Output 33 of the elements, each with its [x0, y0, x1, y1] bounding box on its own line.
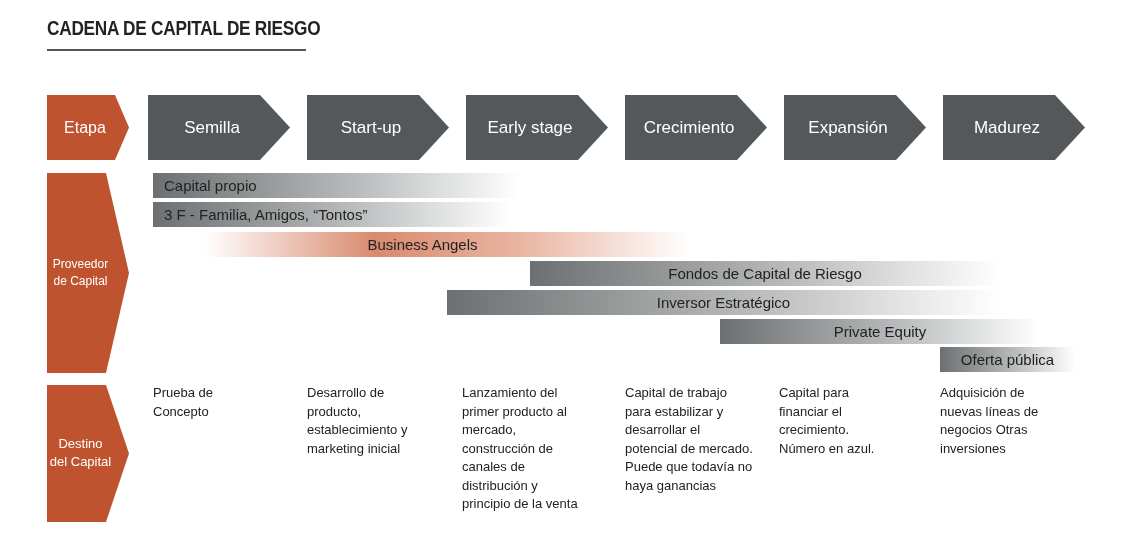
row-header-label: Proveedor de Capital — [51, 255, 110, 290]
row-header-tab — [47, 95, 129, 160]
bar-label: Inversor Estratégico — [656, 294, 791, 311]
row-header-label: Destino del Capital — [49, 434, 112, 472]
description-text: Capital para financiar el crecimiento. Número en azul. — [779, 384, 876, 458]
stage-label: Expansión — [807, 117, 889, 138]
bar-label: Private Equity — [833, 323, 927, 340]
description-text: Capital de trabajo para estabilizar y desarrollar el potencial de mercado. Puede que todavía no haya ganancias — [625, 384, 754, 495]
description-text: Prueba de Concepto — [153, 384, 214, 421]
title: CADENA DE CAPITAL DE RIESGO — [47, 16, 321, 40]
stage-label: Early stage — [486, 117, 574, 138]
stage-label: Semilla — [183, 117, 241, 138]
description-text: Lanzamiento del primer producto al mercado, construcción de canales de distribución y principio de la venta — [462, 384, 579, 513]
stage-banner — [307, 95, 449, 160]
stage-label: Start-up — [339, 117, 403, 138]
row-header-tab — [47, 385, 129, 522]
bar-label: Business Angels — [367, 236, 478, 253]
stage-banner — [943, 95, 1085, 160]
description-text: Adquisición de nuevas líneas de negocios Otras inversiones — [940, 384, 1040, 458]
range-bar — [940, 347, 1075, 372]
bar-label: 3 F - Familia, Amigos, “Tontos” — [164, 206, 368, 223]
bar-label: Fondos de Capital de Riesgo — [668, 265, 862, 282]
row-header-tab — [47, 173, 129, 373]
stage-banner — [148, 95, 290, 160]
stage-banner — [784, 95, 926, 160]
stage-label: Madurez — [972, 117, 1042, 138]
row-header-label: Etapa — [63, 117, 107, 138]
stage-banner — [466, 95, 608, 160]
description-text: Desarrollo de producto, establecimiento y marketing inicial — [307, 384, 409, 458]
stage-banner — [625, 95, 767, 160]
bar-label: Capital propio — [164, 177, 257, 194]
stage-label: Crecimiento — [642, 117, 736, 138]
bar-label: Oferta pública — [960, 351, 1055, 368]
